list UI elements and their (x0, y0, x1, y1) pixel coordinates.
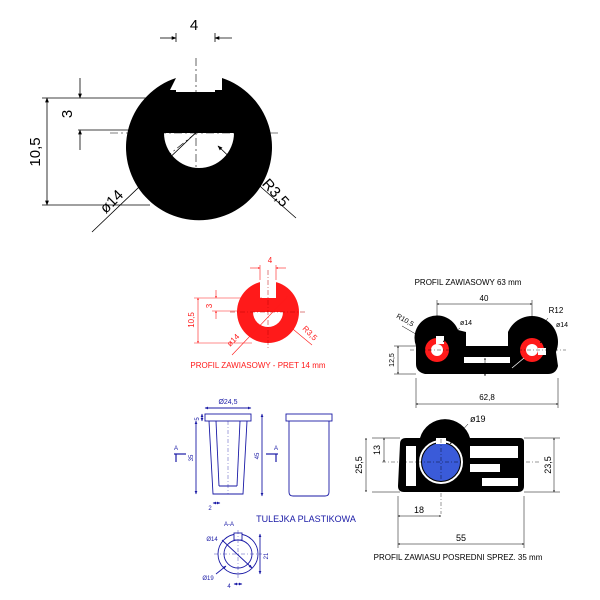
hinge-dim-r105: R10,5 (395, 313, 415, 328)
sleeve-dim-4: 4 (227, 584, 231, 590)
large-dim-slot: 3 (59, 110, 76, 118)
sleeve-dim-d19: Ø19 (202, 576, 214, 582)
large-profile-drawing (42, 33, 297, 233)
hinge-63-drawing (394, 300, 566, 408)
spacer-dim-13: 13 (372, 445, 382, 455)
spacer-dim-55: 55 (456, 533, 466, 543)
hinge-dim-d14-left: ø14 (460, 320, 472, 327)
hinge-dim-40: 40 (480, 294, 489, 303)
spacer-35-drawing (365, 419, 560, 548)
red-dim-width: 4 (268, 256, 273, 265)
large-dim-width: 4 (190, 17, 198, 34)
spacer-dim-18: 18 (414, 505, 424, 515)
sleeve-section-label: A-A (224, 522, 234, 528)
hinge-dim-125: 12,5 (389, 353, 396, 367)
hinge-dim-628: 62,8 (479, 393, 495, 402)
hinge-dim-d14-right: ø14 (556, 322, 568, 329)
red-dim-radius: R3,5 (301, 324, 320, 343)
sleeve-dim-35: 35 (189, 454, 195, 461)
sleeve-dim-45: 45 (255, 452, 261, 459)
spacer-dim-255: 25,5 (354, 456, 364, 474)
red-dim-height: 10,5 (187, 312, 196, 328)
spacer-dim-d19: ø19 (470, 414, 486, 424)
red-profile-caption: PROFIL ZAWIASOWY - PRET 14 mm (190, 361, 325, 370)
red-dim-diameter: ø14 (225, 332, 242, 349)
hinge-63-title: PROFIL ZAWIASOWY 63 mm (415, 278, 522, 287)
sleeve-dim-2: 2 (208, 506, 212, 512)
red-dim-slot: 3 (205, 303, 214, 308)
large-dim-height: 10,5 (27, 137, 44, 166)
sleeve-caption: TULEJKA PLASTIKOWA (256, 514, 356, 524)
red-profile-drawing (194, 265, 313, 356)
sleeve-section-mark-right: A (274, 446, 278, 452)
sleeve-drawing (174, 406, 333, 586)
large-dim-diameter: ø14 (97, 187, 127, 217)
sleeve-dim-5: 5 (195, 417, 201, 421)
sleeve-dim-21: 21 (264, 552, 270, 559)
spacer-caption: PROFIL ZAWIASU POSREDNI SPREZ. 35 mm (374, 553, 543, 562)
spacer-dim-235: 23,5 (543, 456, 553, 474)
hinge-dim-7: 7 (477, 366, 484, 370)
sleeve-dim-d14: Ø14 (206, 537, 218, 543)
hinge-dim-r12: R12 (549, 306, 564, 315)
sleeve-dim-d245: Ø24,5 (218, 399, 237, 406)
sleeve-section-mark-left: A (174, 446, 178, 452)
